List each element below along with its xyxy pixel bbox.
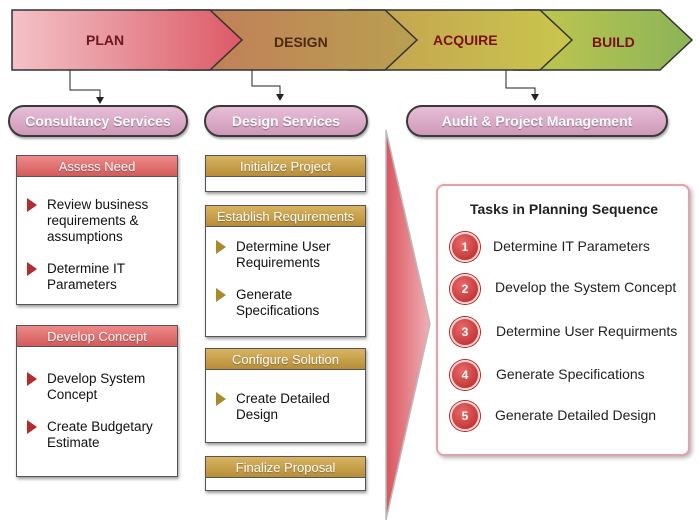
- establish-requirements-title: Establish Requirements: [206, 206, 365, 227]
- task-label: Generate Specifications: [496, 366, 645, 382]
- list-item: Determine User Requirements: [216, 239, 361, 271]
- item-label: Develop System Concept: [47, 371, 146, 402]
- task-label: Develop the System Concept: [495, 279, 677, 295]
- bullet-triangle-icon: [27, 372, 37, 386]
- bullet-triangle-icon: [27, 198, 37, 212]
- list-item: Create Budgetary Estimate: [27, 419, 172, 451]
- finalize-proposal-title: Finalize Proposal: [206, 457, 365, 478]
- list-item: Create Detailed Design: [216, 391, 361, 423]
- tasks-card: Tasks in Planning Sequence 1 Determine I…: [436, 184, 690, 456]
- big-arrow: [385, 129, 431, 521]
- item-label: Determine User Requirements: [236, 239, 331, 270]
- phase-design: DESIGN: [274, 34, 328, 50]
- item-label: Determine IT Parameters: [47, 261, 125, 292]
- step-number-badge: 4: [450, 360, 480, 390]
- bullet-triangle-icon: [27, 262, 37, 276]
- bullet-triangle-icon: [216, 392, 226, 406]
- step-number-badge: 1: [450, 232, 480, 262]
- list-item: Develop System Concept: [27, 371, 172, 403]
- bullet-triangle-icon: [216, 288, 226, 302]
- design-services-pill: Design Services: [204, 105, 368, 137]
- develop-concept-box: Develop Concept Develop System Concept C…: [16, 325, 178, 477]
- item-label: Create Detailed Design: [236, 391, 330, 422]
- item-label: Create Budgetary Estimate: [47, 419, 153, 450]
- configure-solution-title: Configure Solution: [206, 349, 365, 370]
- list-item: Review business requirements & assumptio…: [27, 197, 167, 245]
- configure-solution-box: Configure Solution Create Detailed Desig…: [205, 348, 366, 443]
- phase-build: BUILD: [592, 34, 635, 50]
- step-number-badge: 2: [450, 274, 480, 304]
- tasks-title: Tasks in Planning Sequence: [470, 201, 659, 217]
- bullet-triangle-icon: [216, 240, 226, 254]
- step-number-badge: 3: [450, 317, 480, 347]
- task-label: Generate Detailed Design: [495, 407, 657, 423]
- initialize-project-box: Initialize Project: [205, 155, 366, 192]
- develop-concept-title: Develop Concept: [17, 326, 177, 347]
- initialize-project-title: Initialize Project: [206, 156, 365, 177]
- assess-need-box: Assess Need Review business requirements…: [16, 155, 178, 305]
- phase-acquire: ACQUIRE: [433, 32, 498, 48]
- list-item: Determine IT Parameters: [27, 261, 167, 293]
- bullet-triangle-icon: [27, 420, 37, 434]
- plan-chevron: [11, 9, 244, 71]
- consultancy-services-pill: Consultancy Services: [8, 105, 188, 137]
- item-label: Generate Specifications: [236, 287, 320, 318]
- assess-need-title: Assess Need: [17, 156, 177, 177]
- list-item: Generate Specifications: [216, 287, 361, 319]
- phase-plan: PLAN: [86, 32, 125, 48]
- establish-requirements-box: Establish Requirements Determine User Re…: [205, 205, 366, 337]
- task-label: Determine User Requirments: [496, 323, 678, 339]
- finalize-proposal-box: Finalize Proposal: [205, 456, 366, 491]
- step-number-badge: 5: [450, 401, 480, 431]
- task-label: Determine IT Parameters: [493, 238, 650, 254]
- item-label: Review business requirements & assumptio…: [47, 197, 149, 244]
- audit-project-management-pill: Audit & Project Management: [406, 105, 668, 137]
